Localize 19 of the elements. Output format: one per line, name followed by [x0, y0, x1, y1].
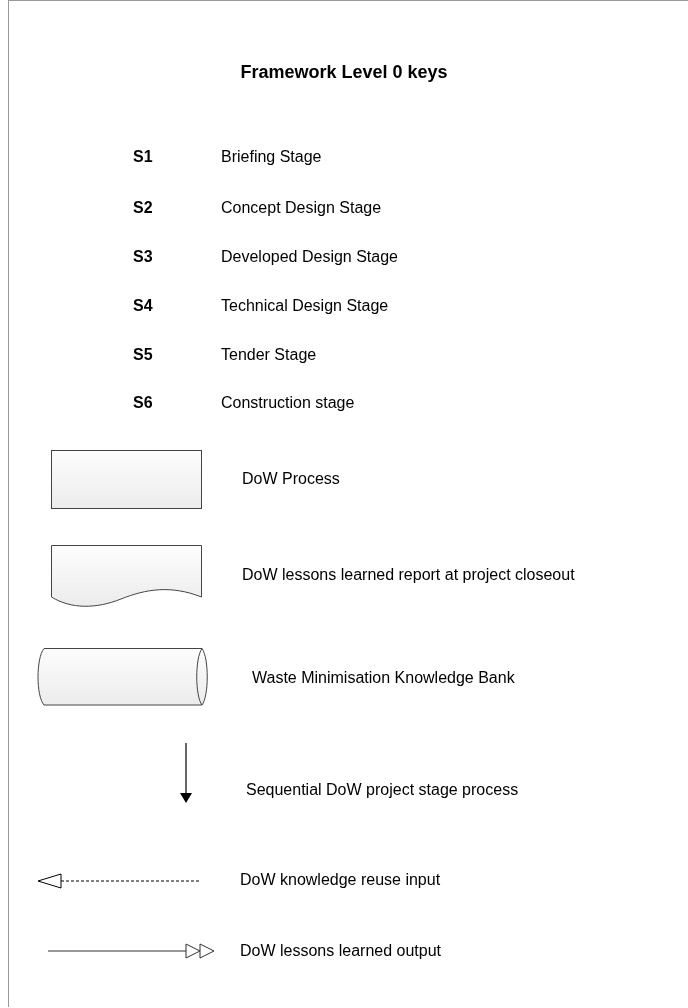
stage-name: Concept Design Stage — [221, 198, 382, 218]
legend-text: Sequential DoW project stage process — [246, 780, 519, 800]
legend-text: DoW lessons learned report at project closeout — [242, 565, 575, 585]
stage-code: S6 — [133, 393, 153, 413]
stage-code: S1 — [133, 147, 153, 167]
stage-name: Developed Design Stage — [221, 247, 398, 267]
stage-code: S2 — [133, 198, 153, 218]
title: Framework Level 0 keys — [239, 62, 449, 82]
stage-code: S3 — [133, 247, 153, 267]
stage-name: Tender Stage — [221, 345, 317, 365]
stage-name: Construction stage — [221, 393, 355, 413]
stage-name: Briefing Stage — [221, 147, 322, 167]
legend-text: Waste Minimisation Knowledge Bank — [252, 668, 515, 688]
stage-name: Technical Design Stage — [221, 296, 389, 316]
legend-text: DoW lessons learned output — [240, 941, 441, 961]
legend-text: DoW knowledge reuse input — [240, 870, 441, 890]
legend-text: DoW Process — [242, 469, 340, 489]
stage-code: S5 — [133, 345, 153, 365]
stage-code: S4 — [133, 296, 153, 316]
